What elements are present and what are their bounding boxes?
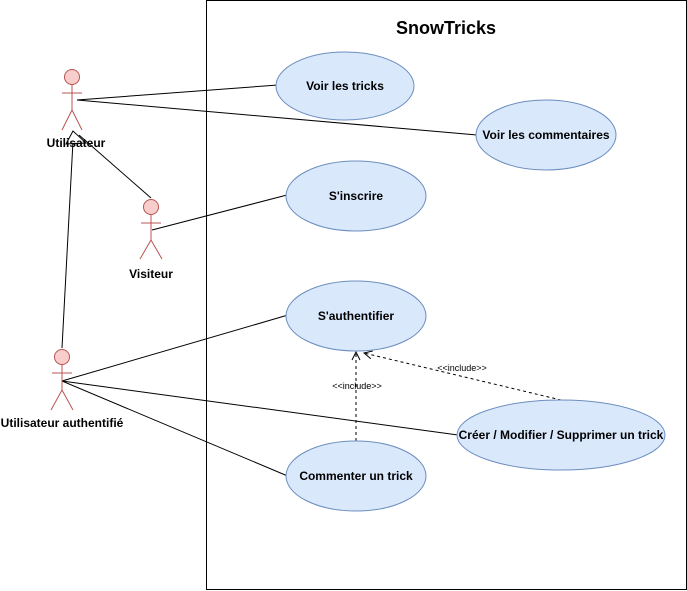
actor-utilisateur[interactable]	[61, 69, 83, 131]
assoc-utilisateur-voir-commentaires	[76, 99, 478, 136]
generalization-authentifie	[61, 140, 74, 349]
usecase-label: Commenter un trick	[299, 469, 413, 483]
actor-utilisateur-authentifie[interactable]	[50, 349, 74, 411]
usecase-label: Voir les commentaires	[482, 128, 609, 142]
include-relations	[356, 352, 562, 441]
actor-visiteur[interactable]	[139, 199, 163, 260]
usecase-authentifier[interactable]: S'authentifier	[285, 280, 427, 352]
assoc-utilisateur-voir-tricks	[76, 84, 279, 101]
usecase-crud-trick[interactable]: Créer / Modifier / Supprimer un trick	[456, 399, 666, 471]
actor-head	[143, 199, 159, 215]
actor-head	[54, 349, 70, 365]
associations	[61, 84, 478, 478]
assoc-authentifie-authentifier	[61, 314, 289, 382]
assoc-authentifie-crud	[61, 380, 459, 436]
usecase-label: S'authentifier	[318, 309, 395, 323]
usecase-label: Créer / Modifier / Supprimer un trick	[459, 428, 664, 442]
actor-utilisateur-label: Utilisateur	[47, 136, 106, 150]
assoc-authentifie-commenter	[61, 380, 291, 478]
generalization-arrowhead	[65, 130, 88, 145]
usecase-commenter[interactable]: Commenter un trick	[285, 440, 427, 512]
actor-authentifie-label: Utilisateur authentifié	[1, 416, 124, 430]
include-label-1: <<include>>	[332, 381, 382, 391]
usecase-label: Voir les tricks	[306, 79, 384, 93]
actor-head	[64, 69, 80, 85]
actor-visiteur-label: Visiteur	[129, 267, 173, 281]
usecase-inscrire[interactable]: S'inscrire	[285, 160, 427, 232]
include-crud-authentifier	[364, 353, 562, 401]
usecase-label: S'inscrire	[329, 189, 384, 203]
system-title: SnowTricks	[396, 18, 496, 38]
include-label-2: <<include>>	[437, 363, 487, 373]
generalization-visiteur	[78, 134, 152, 199]
usecase-voir-commentaires[interactable]: Voir les commentaires	[475, 99, 617, 171]
assoc-visiteur-inscrire	[151, 194, 288, 231]
usecase-voir-tricks[interactable]: Voir les tricks	[275, 51, 415, 121]
